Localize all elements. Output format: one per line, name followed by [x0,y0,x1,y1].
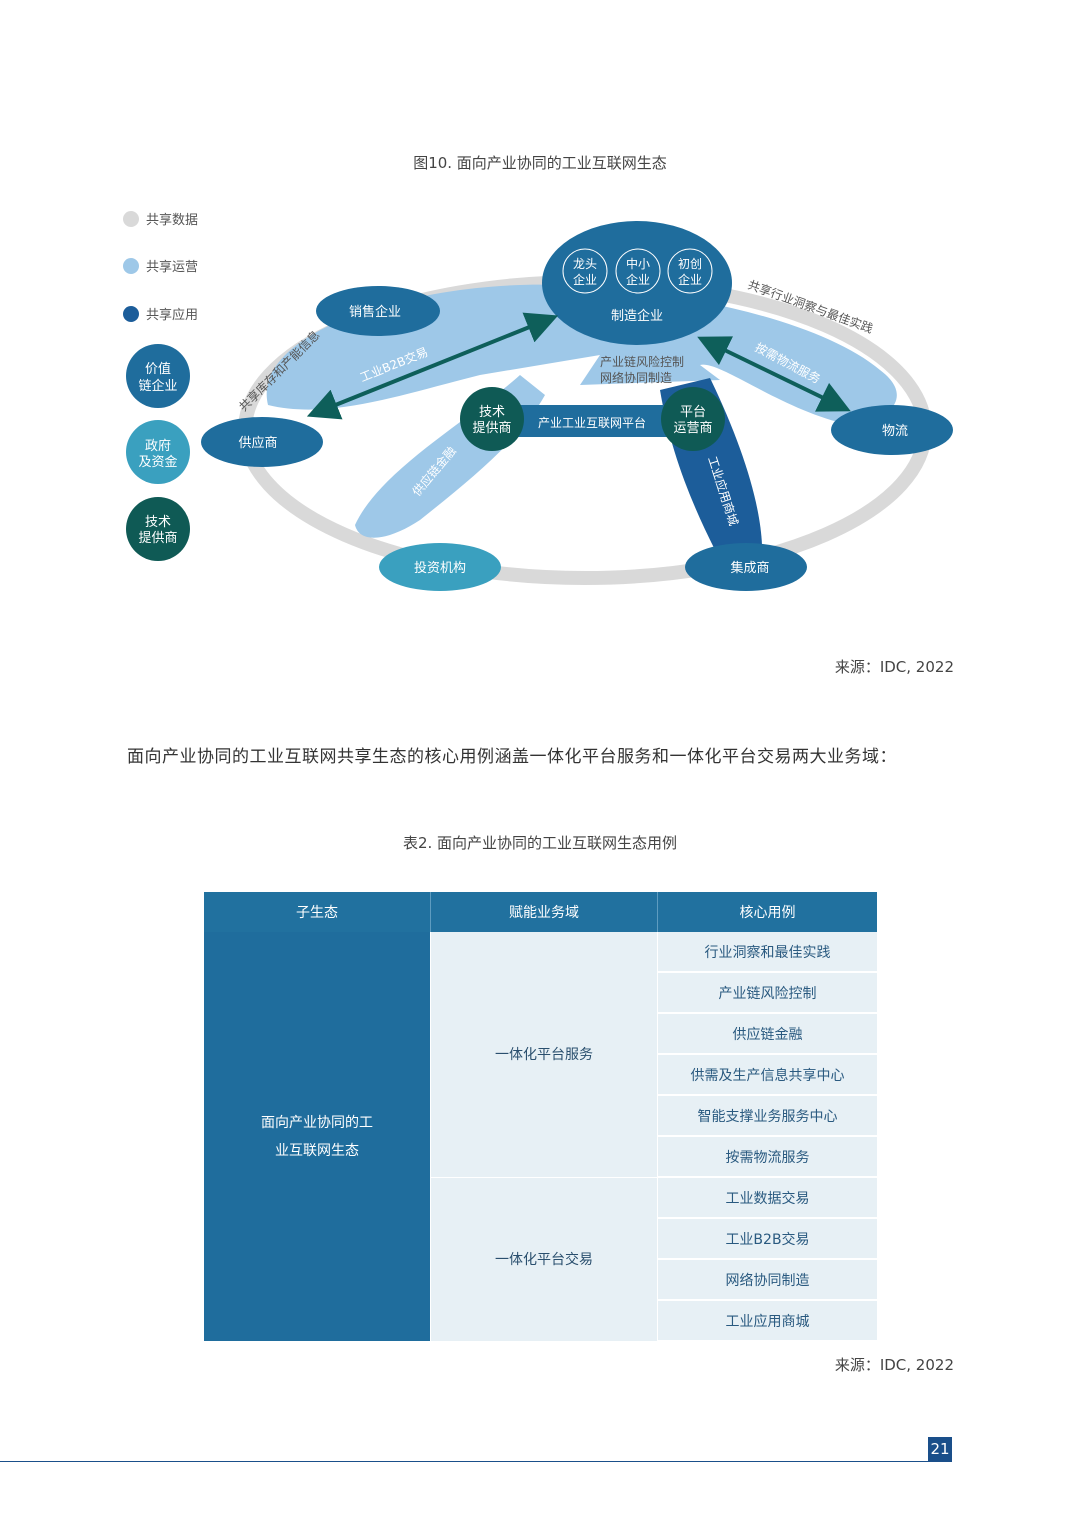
svg-text:平台: 平台 [680,405,706,420]
legend-data: 共享数据 [146,212,198,228]
svg-text:中小: 中小 [626,256,650,271]
use-case-cell: 产业链风险控制 [657,972,877,1014]
footer-rule [0,1461,928,1462]
header-use-case: 核心用例 [657,892,877,932]
use-case-cell: 供应链金融 [657,1013,877,1055]
svg-text:企业: 企业 [678,272,702,287]
investor-label: 投资机构 [414,560,466,576]
use-case-cell: 供需及生产信息共享中心 [657,1054,877,1096]
table-row: 工业B2B交易 [204,1218,877,1260]
header-domain: 赋能业务域 [430,892,658,932]
svg-text:企业: 企业 [573,272,597,287]
legend-ops-dot [123,258,139,274]
domain-cell: 一体化平台交易 [430,1176,658,1341]
sub-ecosystem-cell: 面向产业协同的工业互联网生态 [204,932,431,1341]
supplier-label: 供应商 [238,435,277,451]
table-row: 面向产业协同的工业互联网生态 一体化平台服务 行业洞察和最佳实践 [204,932,877,1341]
header-sub-ecosystem: 子生态 [204,892,431,932]
svg-text:技术: 技术 [145,515,171,530]
use-case-cell: 网络协同制造 [657,1259,877,1301]
platform-label: 产业工业互联网平台 [538,415,646,430]
b2b-arrow [306,312,559,420]
figure-caption: 图10. 面向产业协同的工业互联网生态 [413,154,667,172]
legend-app: 共享应用 [146,307,198,323]
manufacturer-node [542,221,732,345]
use-case-cell: 工业B2B交易 [657,1218,877,1260]
svg-text:初创: 初创 [678,257,702,271]
body-paragraph: 面向产业协同的工业互联网共享生态的核心用例涵盖一体化平台服务和一体化平台交易两大… [127,747,897,767]
legend-ops: 共享运营 [146,259,198,275]
table-header-row: 子生态 赋能业务域 核心用例 [204,892,877,932]
domain-cell: 一体化平台服务 [430,932,658,1177]
table-row: 工业应用商城 [204,1300,877,1342]
supplier-node [201,417,323,467]
manufacturer-label: 制造企业 [611,308,663,324]
table-row: 供应链金融 [204,1013,877,1055]
svg-text:龙头: 龙头 [573,257,597,271]
logistics-arrow [697,336,851,412]
svg-text:链企业: 链企业 [138,378,177,394]
figure-source: 来源：IDC, 2022 [834,658,954,676]
table-caption: 表2. 面向产业协同的工业互联网生态用例 [402,834,678,852]
network-label: 网络协同制造 [600,370,672,385]
table-row: 供需及生产信息共享中心 [204,1054,877,1096]
table-row: 智能支撑业务服务中心 [204,1095,877,1137]
use-case-cell: 智能支撑业务服务中心 [657,1095,877,1137]
sales-label: 销售企业 [349,304,401,320]
svg-text:政府: 政府 [145,439,171,454]
svg-text:运营商: 运营商 [673,421,712,436]
investor-node [379,543,501,591]
use-case-table: 子生态 赋能业务域 核心用例 面向产业协同的工业互联网生态 一体化平台服务 行业… [204,892,877,1342]
table-row: 网络协同制造 [204,1259,877,1301]
use-case-cell: 工业应用商城 [657,1300,877,1342]
use-case-cell: 按需物流服务 [657,1136,877,1178]
use-case-cell: 行业洞察和最佳实践 [657,932,877,973]
integrator-label: 集成商 [730,560,769,576]
svg-text:及资金: 及资金 [138,454,177,470]
table-row: 一体化平台交易 工业数据交易 [204,1176,877,1341]
integrator-node [685,543,807,591]
svg-text:技术: 技术 [479,405,505,420]
legend-data-dot [123,211,139,227]
use-case-cell: 工业数据交易 [657,1177,877,1219]
table-row: 按需物流服务 [204,1136,877,1178]
page-number: 21 [928,1437,952,1462]
logistics-label: 物流 [882,424,908,439]
table-row: 产业链风险控制 [204,972,877,1014]
logistics-node [831,405,953,455]
svg-text:企业: 企业 [626,272,650,287]
risk-label: 产业链风险控制 [600,354,684,369]
svg-text:价值: 价值 [145,361,171,377]
legend-app-dot [123,306,139,322]
svg-text:提供商: 提供商 [472,420,511,436]
svg-text:提供商: 提供商 [138,530,177,546]
table-source: 来源：IDC, 2022 [834,1356,954,1374]
